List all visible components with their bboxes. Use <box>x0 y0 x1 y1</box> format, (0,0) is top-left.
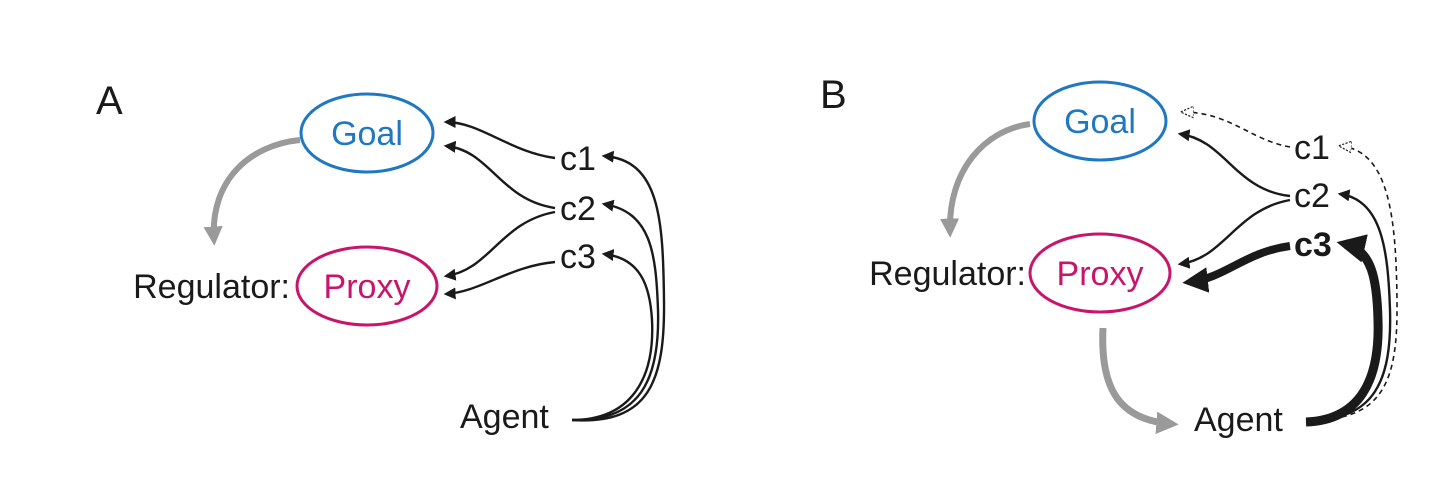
regulator-arrow <box>203 137 301 246</box>
agent-to-c2-arrow <box>1305 189 1392 422</box>
proxy-ellipse <box>1028 232 1172 314</box>
c2-to-proxy-arrow <box>1177 198 1291 269</box>
c2-to-goal-arrow <box>443 140 556 210</box>
c1-to-goal-arrow <box>443 116 556 160</box>
regulator-label: Regulator: <box>869 255 1026 293</box>
regulator-arrow <box>939 121 1031 238</box>
goal-label: Goal <box>331 115 403 153</box>
c1-label: c1 <box>1294 129 1330 167</box>
c3-to-proxy-arrow <box>443 260 556 300</box>
proxy-to-agent-arrow <box>1099 327 1179 434</box>
c2-label: c2 <box>560 190 596 228</box>
agent-to-c2-arrow <box>571 199 660 422</box>
c2-to-goal-arrow <box>1177 129 1291 198</box>
agent-to-c3-arrow <box>571 249 654 422</box>
agent-to-c3-thick-arrow <box>1305 234 1383 427</box>
agent-to-c1-dashed-arrow <box>1305 146 1398 421</box>
c3-label: c3 <box>1294 226 1332 264</box>
panel-a: A Goal Proxy Regulator: c1 c2 c3 Agent <box>96 79 666 436</box>
agent-label: Agent <box>1194 401 1283 439</box>
agent-label: Agent <box>460 398 549 436</box>
regulator-label: Regulator: <box>133 268 290 306</box>
agent-to-c1-arrow <box>571 150 666 422</box>
panel-b-label: B <box>820 73 847 117</box>
proxy-label: Proxy <box>1057 255 1144 293</box>
c2-to-proxy-arrow <box>443 210 556 281</box>
panel-b: B Goal Proxy Regulator: c1 c2 c3 Agent <box>820 73 1398 439</box>
c3-to-proxy-thick-arrow <box>1182 242 1291 293</box>
c1-label: c1 <box>560 140 596 178</box>
c1-to-goal-dashed-arrow <box>1182 112 1291 148</box>
goal-ellipse <box>299 92 435 174</box>
panel-a-label: A <box>96 79 123 123</box>
c3-label: c3 <box>560 238 596 276</box>
goal-label: Goal <box>1064 103 1136 141</box>
proxy-ellipse <box>295 245 439 327</box>
goal-ellipse <box>1032 80 1168 162</box>
proxy-label: Proxy <box>324 268 411 306</box>
c2-label: c2 <box>1294 177 1330 215</box>
